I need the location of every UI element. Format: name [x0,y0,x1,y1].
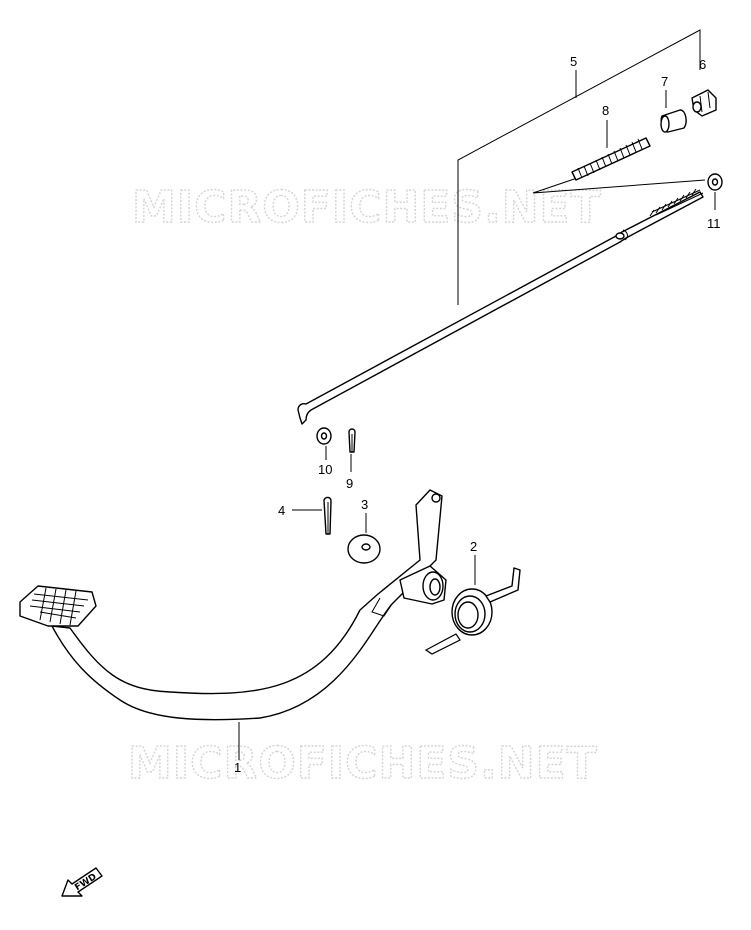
forward-arrow-icon: FWD [61,867,103,897]
callout-7: 7 [661,74,668,89]
cotter-pin-9[interactable] [348,428,356,453]
callout-3: 3 [361,497,368,512]
callout-5: 5 [570,54,577,69]
callout-9: 9 [346,476,353,491]
brake-rod[interactable] [297,188,704,425]
washer-3[interactable] [347,534,381,564]
brake-pedal[interactable] [19,489,447,721]
rod-spring[interactable] [571,137,651,181]
rod-joint[interactable] [660,109,687,133]
watermark-top: MICROFICHES.NET [132,182,602,233]
watermark-bottom: MICROFICHES.NET [128,738,598,789]
washer-10[interactable] [316,427,332,445]
cotter-pin-4[interactable] [323,496,332,535]
return-spring[interactable] [424,567,521,655]
callout-6: 6 [699,57,706,72]
assembly-pointer [532,174,706,194]
callout-1: 1 [234,760,241,775]
callout-11: 11 [707,216,721,231]
callout-2: 2 [470,539,477,554]
washer-11[interactable] [707,173,723,191]
callout-8: 8 [602,103,609,118]
group-5-bracket [457,29,701,305]
callout-10: 10 [318,462,332,477]
adjusting-nut[interactable] [691,89,717,117]
callout-4: 4 [278,503,285,518]
